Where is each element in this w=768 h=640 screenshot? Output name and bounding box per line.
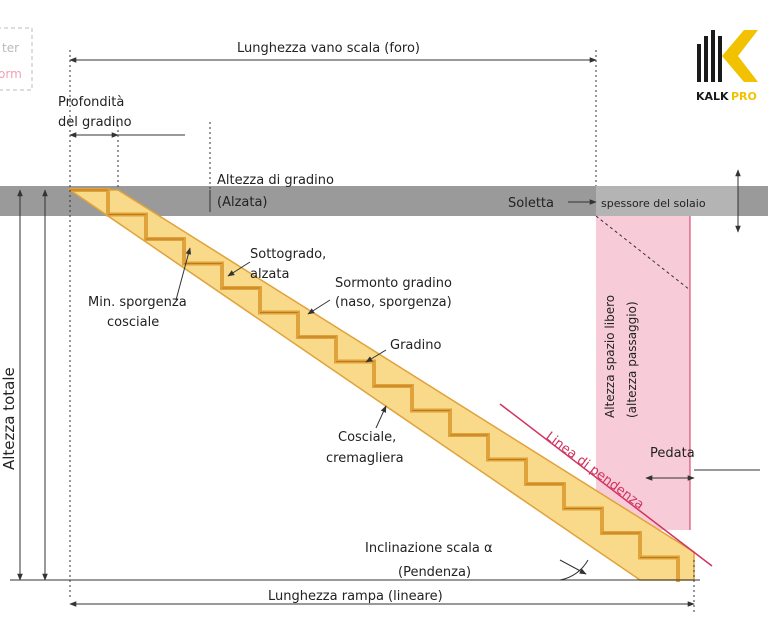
incline-label-1: Inclinazione scala α [365,541,493,556]
clear-height-guide-top [595,215,691,291]
logo-k-icon [722,30,758,82]
riser-height-label-1: Altezza di gradino [217,173,334,188]
step-leader [365,349,387,363]
incline-leader [559,559,587,575]
logo-bars-icon [697,30,722,82]
tread-label: Pedata [650,446,695,461]
watermark: ter orm [0,27,33,91]
tread-depth-label-1: Profondità [58,95,124,110]
watermark-top-text: ter [2,41,19,55]
span-length-label: Lunghezza vano scala (foro) [237,41,420,56]
steps-group [70,188,680,582]
stringer-label-2: cremagliera [326,451,404,466]
min-overhang-leader [175,247,192,301]
slope-line [499,403,713,567]
brand-name-right: PRO [731,90,757,103]
slab-thickness-label: spessore del solaio [601,197,706,210]
nosing-leader [307,299,331,315]
incline-arc [559,559,589,581]
riser-leader [227,261,251,277]
tread-depth-label-2: del gradino [58,115,132,130]
min-overhang-label-1: Min. sporgenza [88,295,187,310]
nosing-label-1: Sormonto gradino [335,276,452,291]
slab-section [596,186,738,216]
total-height-label: Altezza totale [0,367,18,470]
nosing-label-2: (naso, sporgenza) [335,295,452,310]
clear-height-label-2: (altezza passaggio) [625,301,639,418]
slab-label: Soletta [508,196,554,211]
clear-height-label-1: Altezza spazio libero [603,295,617,418]
run-length-label: Lunghezza rampa (lineare) [268,589,443,604]
watermark-bottom-text: orm [0,67,22,81]
riser-height-label-2: (Alzata) [217,195,268,210]
riser-label-1: Sottogrado, [250,247,326,262]
riser-label-2: alzata [250,267,289,282]
stringer-leader [375,405,387,429]
brand-logo: KALK PRO [696,30,758,103]
stringer-label-1: Cosciale, [338,430,396,445]
clearance-area [596,216,690,530]
brand-name-left: KALK [696,90,729,103]
incline-label-2: (Pendenza) [398,565,471,580]
min-overhang-label-2: cosciale [107,315,159,330]
step-label: Gradino [390,338,441,353]
